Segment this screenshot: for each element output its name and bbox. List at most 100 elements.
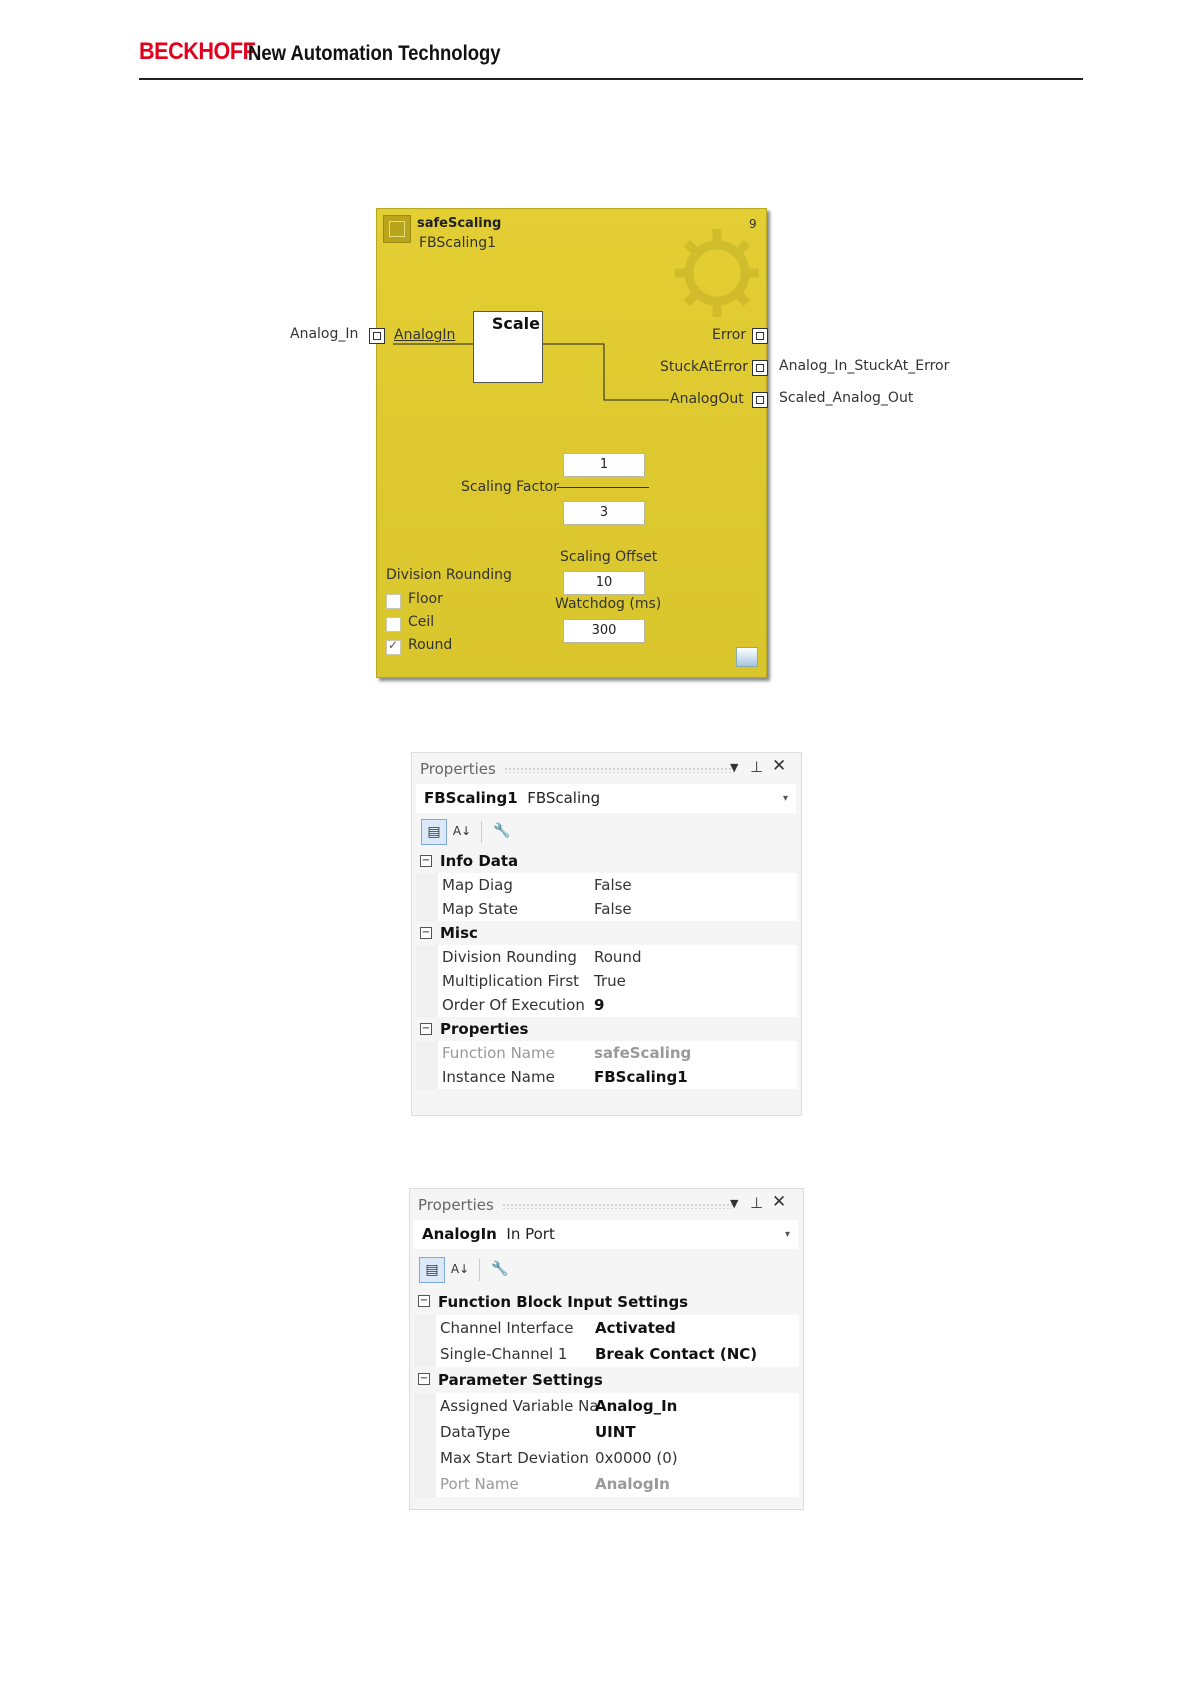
external-output-label-stuckaterror: Analog_In_StuckAt_Error xyxy=(779,358,950,374)
property-row[interactable]: Map Diag False xyxy=(416,873,797,897)
categorized-view-icon[interactable]: ▤ xyxy=(419,1257,445,1283)
scaling-offset-field[interactable]: 10 xyxy=(563,571,645,595)
function-block-icon xyxy=(383,215,411,243)
input-port-analogin[interactable] xyxy=(369,328,385,344)
collapse-icon[interactable]: − xyxy=(420,1023,432,1035)
header-rule xyxy=(139,78,1083,80)
property-name: Function Name xyxy=(442,1044,555,1062)
property-value[interactable]: Analog_In xyxy=(595,1397,678,1415)
panel-grip[interactable] xyxy=(504,767,734,773)
alphabetical-sort-icon[interactable]: A↓ xyxy=(450,1262,470,1276)
property-name: Single-Channel 1 xyxy=(440,1345,568,1363)
expand-button[interactable] xyxy=(736,647,758,667)
input-port-label[interactable]: AnalogIn xyxy=(394,327,456,343)
floor-checkbox[interactable] xyxy=(386,594,401,609)
category-label: Parameter Settings xyxy=(438,1371,603,1389)
property-value[interactable]: UINT xyxy=(595,1423,636,1441)
property-name: Division Rounding xyxy=(442,948,577,966)
output-port-stuckaterror[interactable] xyxy=(752,360,768,376)
property-value[interactable]: True xyxy=(594,972,626,990)
fraction-line xyxy=(557,487,649,488)
function-block[interactable]: safeScaling FBScaling1 9 AnalogIn Scale … xyxy=(369,208,768,678)
round-label: Round xyxy=(408,637,453,653)
property-row[interactable]: Map State False xyxy=(416,897,797,921)
category-label: Misc xyxy=(440,924,478,942)
property-value[interactable]: False xyxy=(594,900,632,918)
property-value[interactable]: Round xyxy=(594,948,642,966)
property-name: Assigned Variable Na xyxy=(440,1397,599,1415)
property-value[interactable]: FBScaling1 xyxy=(594,1068,688,1086)
property-row[interactable]: Port Name AnalogIn xyxy=(414,1471,799,1497)
property-value[interactable]: Activated xyxy=(595,1319,676,1337)
category-function-block-input-settings[interactable]: −Function Block Input Settings xyxy=(414,1289,799,1315)
property-name: Map Diag xyxy=(442,876,513,894)
scaling-denominator-field[interactable]: 3 xyxy=(563,501,645,525)
toolbar-separator xyxy=(481,821,482,843)
watchdog-field[interactable]: 300 xyxy=(563,619,645,643)
property-row[interactable]: Division Rounding Round xyxy=(416,945,797,969)
property-name: Max Start Deviation xyxy=(440,1449,589,1467)
object-type: FBScaling xyxy=(527,789,601,807)
property-name: Port Name xyxy=(440,1475,519,1493)
round-checkbox[interactable] xyxy=(386,638,401,655)
category-misc[interactable]: −Misc xyxy=(416,921,797,945)
property-name: Map State xyxy=(442,900,519,918)
object-selector[interactable]: AnalogIn In Port ▾ xyxy=(414,1220,798,1249)
scaling-factor-label: Scaling Factor xyxy=(461,479,560,495)
category-properties[interactable]: −Properties xyxy=(416,1017,797,1041)
scale-block[interactable]: Scale xyxy=(473,311,543,383)
collapse-icon[interactable]: − xyxy=(418,1295,430,1307)
property-name: Instance Name xyxy=(442,1068,555,1086)
panel-grip[interactable] xyxy=(502,1203,732,1209)
toolbar-separator xyxy=(479,1259,480,1281)
properties-panel-analogin: Properties ▼ ⊥ ✕ AnalogIn In Port ▾ ▤ A↓… xyxy=(409,1188,804,1510)
output-port-label-analogout[interactable]: AnalogOut xyxy=(670,391,744,407)
object-name: FBScaling1 xyxy=(424,789,518,807)
collapse-icon[interactable]: − xyxy=(420,927,432,939)
close-icon[interactable]: ✕ xyxy=(772,756,787,776)
pin-icon[interactable]: ⊥ xyxy=(750,1194,764,1212)
alphabetical-sort-icon[interactable]: A↓ xyxy=(452,824,472,838)
categorized-view-icon[interactable]: ▤ xyxy=(421,819,447,845)
scaling-numerator-field[interactable]: 1 xyxy=(563,453,645,477)
output-port-error[interactable] xyxy=(752,328,768,344)
ceil-checkbox[interactable] xyxy=(386,617,401,632)
external-output-label-analogout: Scaled_Analog_Out xyxy=(779,390,914,406)
output-port-label-stuckaterror[interactable]: StuckAtError xyxy=(660,359,748,375)
beckhoff-logo: BECKHOFF xyxy=(139,38,256,65)
panel-dropdown-icon[interactable]: ▼ xyxy=(730,1197,739,1210)
output-port-label-error[interactable]: Error xyxy=(712,327,747,343)
property-pages-wrench-icon[interactable]: 🔧 xyxy=(493,823,511,839)
pin-icon[interactable]: ⊥ xyxy=(750,758,764,776)
category-parameter-settings[interactable]: −Parameter Settings xyxy=(414,1367,799,1393)
property-row[interactable]: Instance Name FBScaling1 xyxy=(416,1065,797,1089)
property-row[interactable]: Max Start Deviation 0x0000 (0) xyxy=(414,1445,799,1471)
property-pages-wrench-icon[interactable]: 🔧 xyxy=(491,1261,509,1277)
selector-caret-icon[interactable]: ▾ xyxy=(782,793,788,804)
property-value[interactable]: 9 xyxy=(594,996,605,1014)
property-value[interactable]: Break Contact (NC) xyxy=(595,1345,758,1363)
close-icon[interactable]: ✕ xyxy=(772,1192,787,1212)
output-port-analogout[interactable] xyxy=(752,392,768,408)
collapse-icon[interactable]: − xyxy=(420,855,432,867)
category-info-data[interactable]: −Info Data xyxy=(416,849,797,873)
panel-title: Properties xyxy=(418,1196,494,1214)
selector-caret-icon[interactable]: ▾ xyxy=(784,1229,790,1240)
property-row[interactable]: DataType UINT xyxy=(414,1419,799,1445)
collapse-icon[interactable]: − xyxy=(418,1373,430,1385)
property-name: DataType xyxy=(440,1423,511,1441)
property-value: AnalogIn xyxy=(595,1475,670,1493)
property-value[interactable]: False xyxy=(594,876,632,894)
object-selector[interactable]: FBScaling1 FBScaling ▾ xyxy=(416,784,796,813)
panel-title: Properties xyxy=(420,760,496,778)
floor-label: Floor xyxy=(408,591,443,607)
property-row[interactable]: Single-Channel 1 Break Contact (NC) xyxy=(414,1341,799,1367)
scaling-offset-label: Scaling Offset xyxy=(560,549,658,565)
panel-dropdown-icon[interactable]: ▼ xyxy=(730,761,739,774)
property-value[interactable]: 0x0000 (0) xyxy=(595,1449,678,1467)
